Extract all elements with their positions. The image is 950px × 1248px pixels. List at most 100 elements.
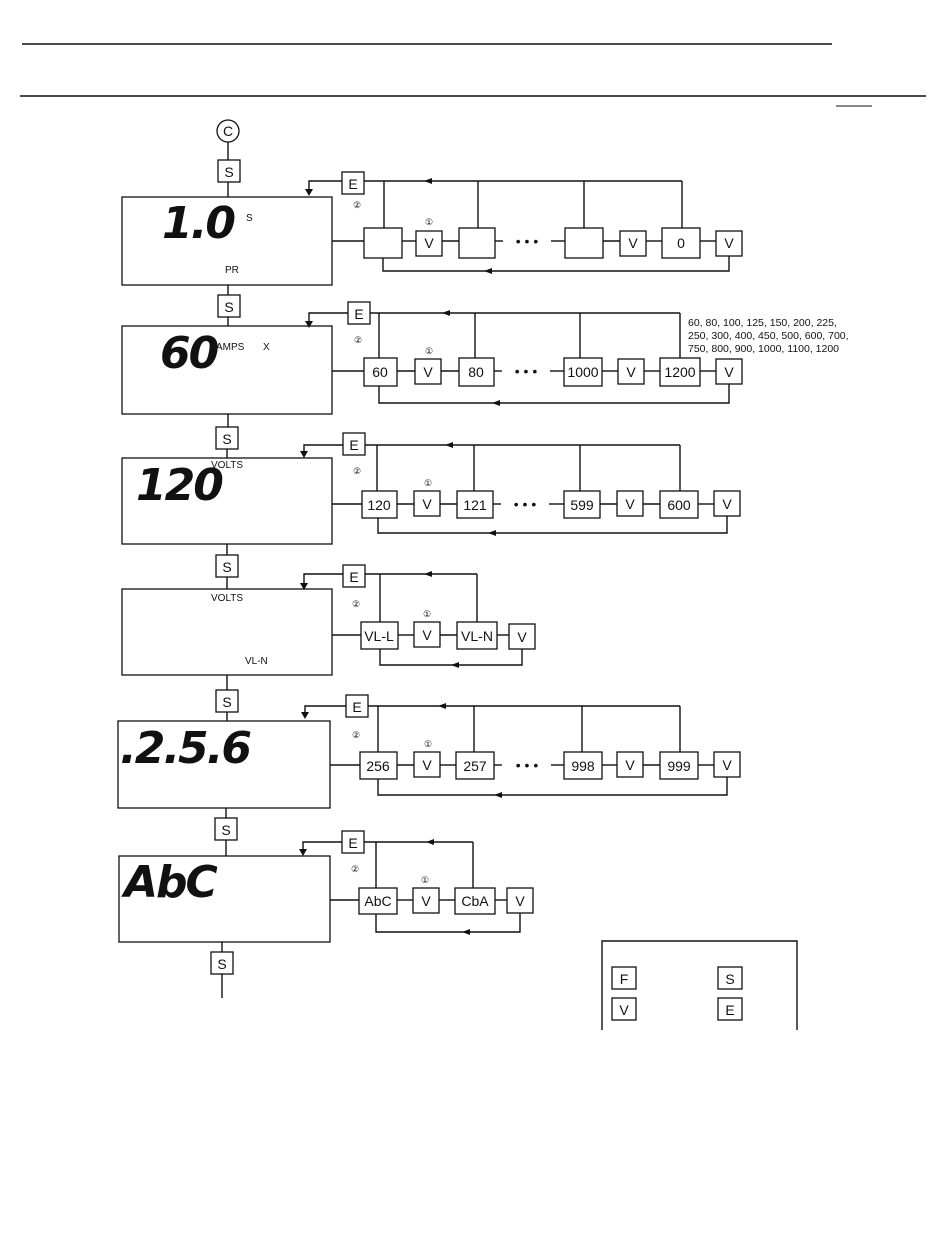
svg-text:②: ②: [352, 599, 360, 609]
v-key-2a[interactable]: V: [414, 358, 442, 385]
svg-text:V: V: [626, 364, 636, 380]
svg-text:V: V: [625, 757, 635, 773]
svg-text:121: 121: [463, 497, 487, 513]
v-key-5c[interactable]: V: [713, 751, 741, 778]
svg-text:AbC: AbC: [364, 893, 391, 909]
amps-values-note: 60, 80, 100, 125, 150, 200, 225, 250, 30…: [688, 317, 849, 355]
lcd-display-5: [117, 720, 331, 809]
v-key-2b[interactable]: V: [617, 358, 645, 385]
annotation-volts: VOLTS: [211, 460, 243, 471]
display-value-3: 120: [136, 460, 223, 511]
svg-text:①: ①: [425, 217, 433, 227]
svg-text:• • •: • • •: [516, 233, 539, 249]
e-key-6[interactable]: E: [341, 830, 365, 854]
v-key-1c[interactable]: V: [715, 230, 743, 257]
v-key-3a[interactable]: V: [413, 490, 441, 517]
e-key-5[interactable]: E: [345, 694, 369, 718]
svg-text:257: 257: [463, 758, 487, 774]
v-key-4b[interactable]: V: [508, 623, 536, 650]
svg-text:S: S: [224, 299, 233, 315]
e-key-4[interactable]: E: [342, 564, 366, 588]
svg-text:250, 300, 400, 450, 500, 600,: 250, 300, 400, 450, 500, 600, 700,: [688, 330, 849, 342]
lcd-display-4: [121, 588, 333, 676]
svg-text:V: V: [517, 629, 527, 645]
svg-text:VL-N: VL-N: [461, 628, 493, 644]
svg-text:S: S: [224, 164, 233, 180]
option-box-6b: [454, 887, 496, 915]
v-key-1b[interactable]: V: [619, 230, 647, 257]
option-box-1c: [564, 227, 604, 259]
svg-text:V: V: [724, 364, 734, 380]
v-key-3b[interactable]: V: [616, 490, 644, 517]
v-key-6b[interactable]: V: [506, 887, 534, 914]
option-box-3c: [563, 490, 601, 519]
svg-text:V: V: [422, 496, 432, 512]
s-key-2[interactable]: S: [217, 294, 241, 318]
s-key-3[interactable]: S: [215, 426, 239, 450]
option-box-1a: [363, 227, 403, 259]
svg-text:①: ①: [425, 346, 433, 356]
svg-text:999: 999: [667, 758, 691, 774]
s-key-1[interactable]: S: [217, 159, 241, 183]
svg-text:• • •: • • •: [515, 363, 538, 379]
v-key-3c[interactable]: V: [713, 490, 741, 517]
svg-text:V: V: [724, 235, 734, 251]
annotation-s: S: [246, 213, 253, 224]
display-value-6: AbC: [121, 857, 218, 908]
v-key-4a[interactable]: V: [413, 621, 441, 648]
option-box-3d: [659, 490, 699, 519]
annotation-volts-2: VOLTS: [211, 593, 243, 604]
option-box-4a: [360, 621, 399, 650]
svg-text:①: ①: [423, 609, 431, 619]
s-key-6[interactable]: S: [214, 817, 238, 841]
svg-text:CbA: CbA: [461, 893, 489, 909]
lcd-display-1: [121, 196, 333, 286]
svg-text:600: 600: [667, 497, 691, 513]
option-box-2d: [659, 357, 701, 387]
svg-text:V: V: [722, 757, 732, 773]
svg-text:F: F: [620, 971, 629, 987]
svg-text:②: ②: [354, 335, 362, 345]
option-box-5b: [455, 751, 495, 780]
svg-text:• • •: • • •: [514, 496, 537, 512]
legend-v-key: V: [611, 997, 637, 1021]
svg-text:1200: 1200: [664, 364, 695, 380]
display-value-5: .2.5.6: [120, 723, 251, 774]
svg-text:V: V: [619, 1002, 629, 1018]
option-box-2c: [563, 357, 603, 387]
v-key-5a[interactable]: V: [413, 751, 441, 778]
s-key-7[interactable]: S: [210, 951, 234, 975]
e-key-2[interactable]: E: [347, 301, 371, 325]
svg-text:S: S: [222, 559, 231, 575]
s-key-4[interactable]: S: [215, 554, 239, 578]
annotation-x: X: [263, 342, 270, 353]
display-value-2: 60: [160, 328, 219, 379]
option-box-3b: [456, 490, 494, 519]
v-key-6a[interactable]: V: [412, 887, 440, 914]
svg-text:V: V: [424, 235, 434, 251]
legend-e-key: E: [717, 997, 743, 1021]
svg-text:V: V: [628, 235, 638, 251]
svg-text:0: 0: [677, 235, 685, 251]
e-key-1[interactable]: E: [341, 171, 365, 195]
annotation-pr: PR: [225, 265, 239, 276]
s-key-5[interactable]: S: [215, 689, 239, 713]
option-box-6a: [358, 887, 398, 915]
svg-text:• • •: • • •: [516, 757, 539, 773]
e-key-3[interactable]: E: [342, 432, 366, 456]
option-box-1b: [458, 227, 496, 259]
v-key-1a[interactable]: V: [415, 230, 443, 257]
svg-text:E: E: [349, 437, 358, 453]
svg-text:②: ②: [352, 730, 360, 740]
svg-text:599: 599: [570, 497, 594, 513]
svg-text:S: S: [222, 431, 231, 447]
svg-text:V: V: [722, 496, 732, 512]
v-key-5b[interactable]: V: [616, 751, 644, 778]
svg-text:E: E: [352, 699, 361, 715]
legend-s-key: S: [717, 966, 743, 990]
option-box-2b: [458, 357, 495, 387]
v-key-2c[interactable]: V: [715, 358, 743, 385]
svg-text:VL-L: VL-L: [364, 628, 394, 644]
svg-text:E: E: [725, 1002, 734, 1018]
